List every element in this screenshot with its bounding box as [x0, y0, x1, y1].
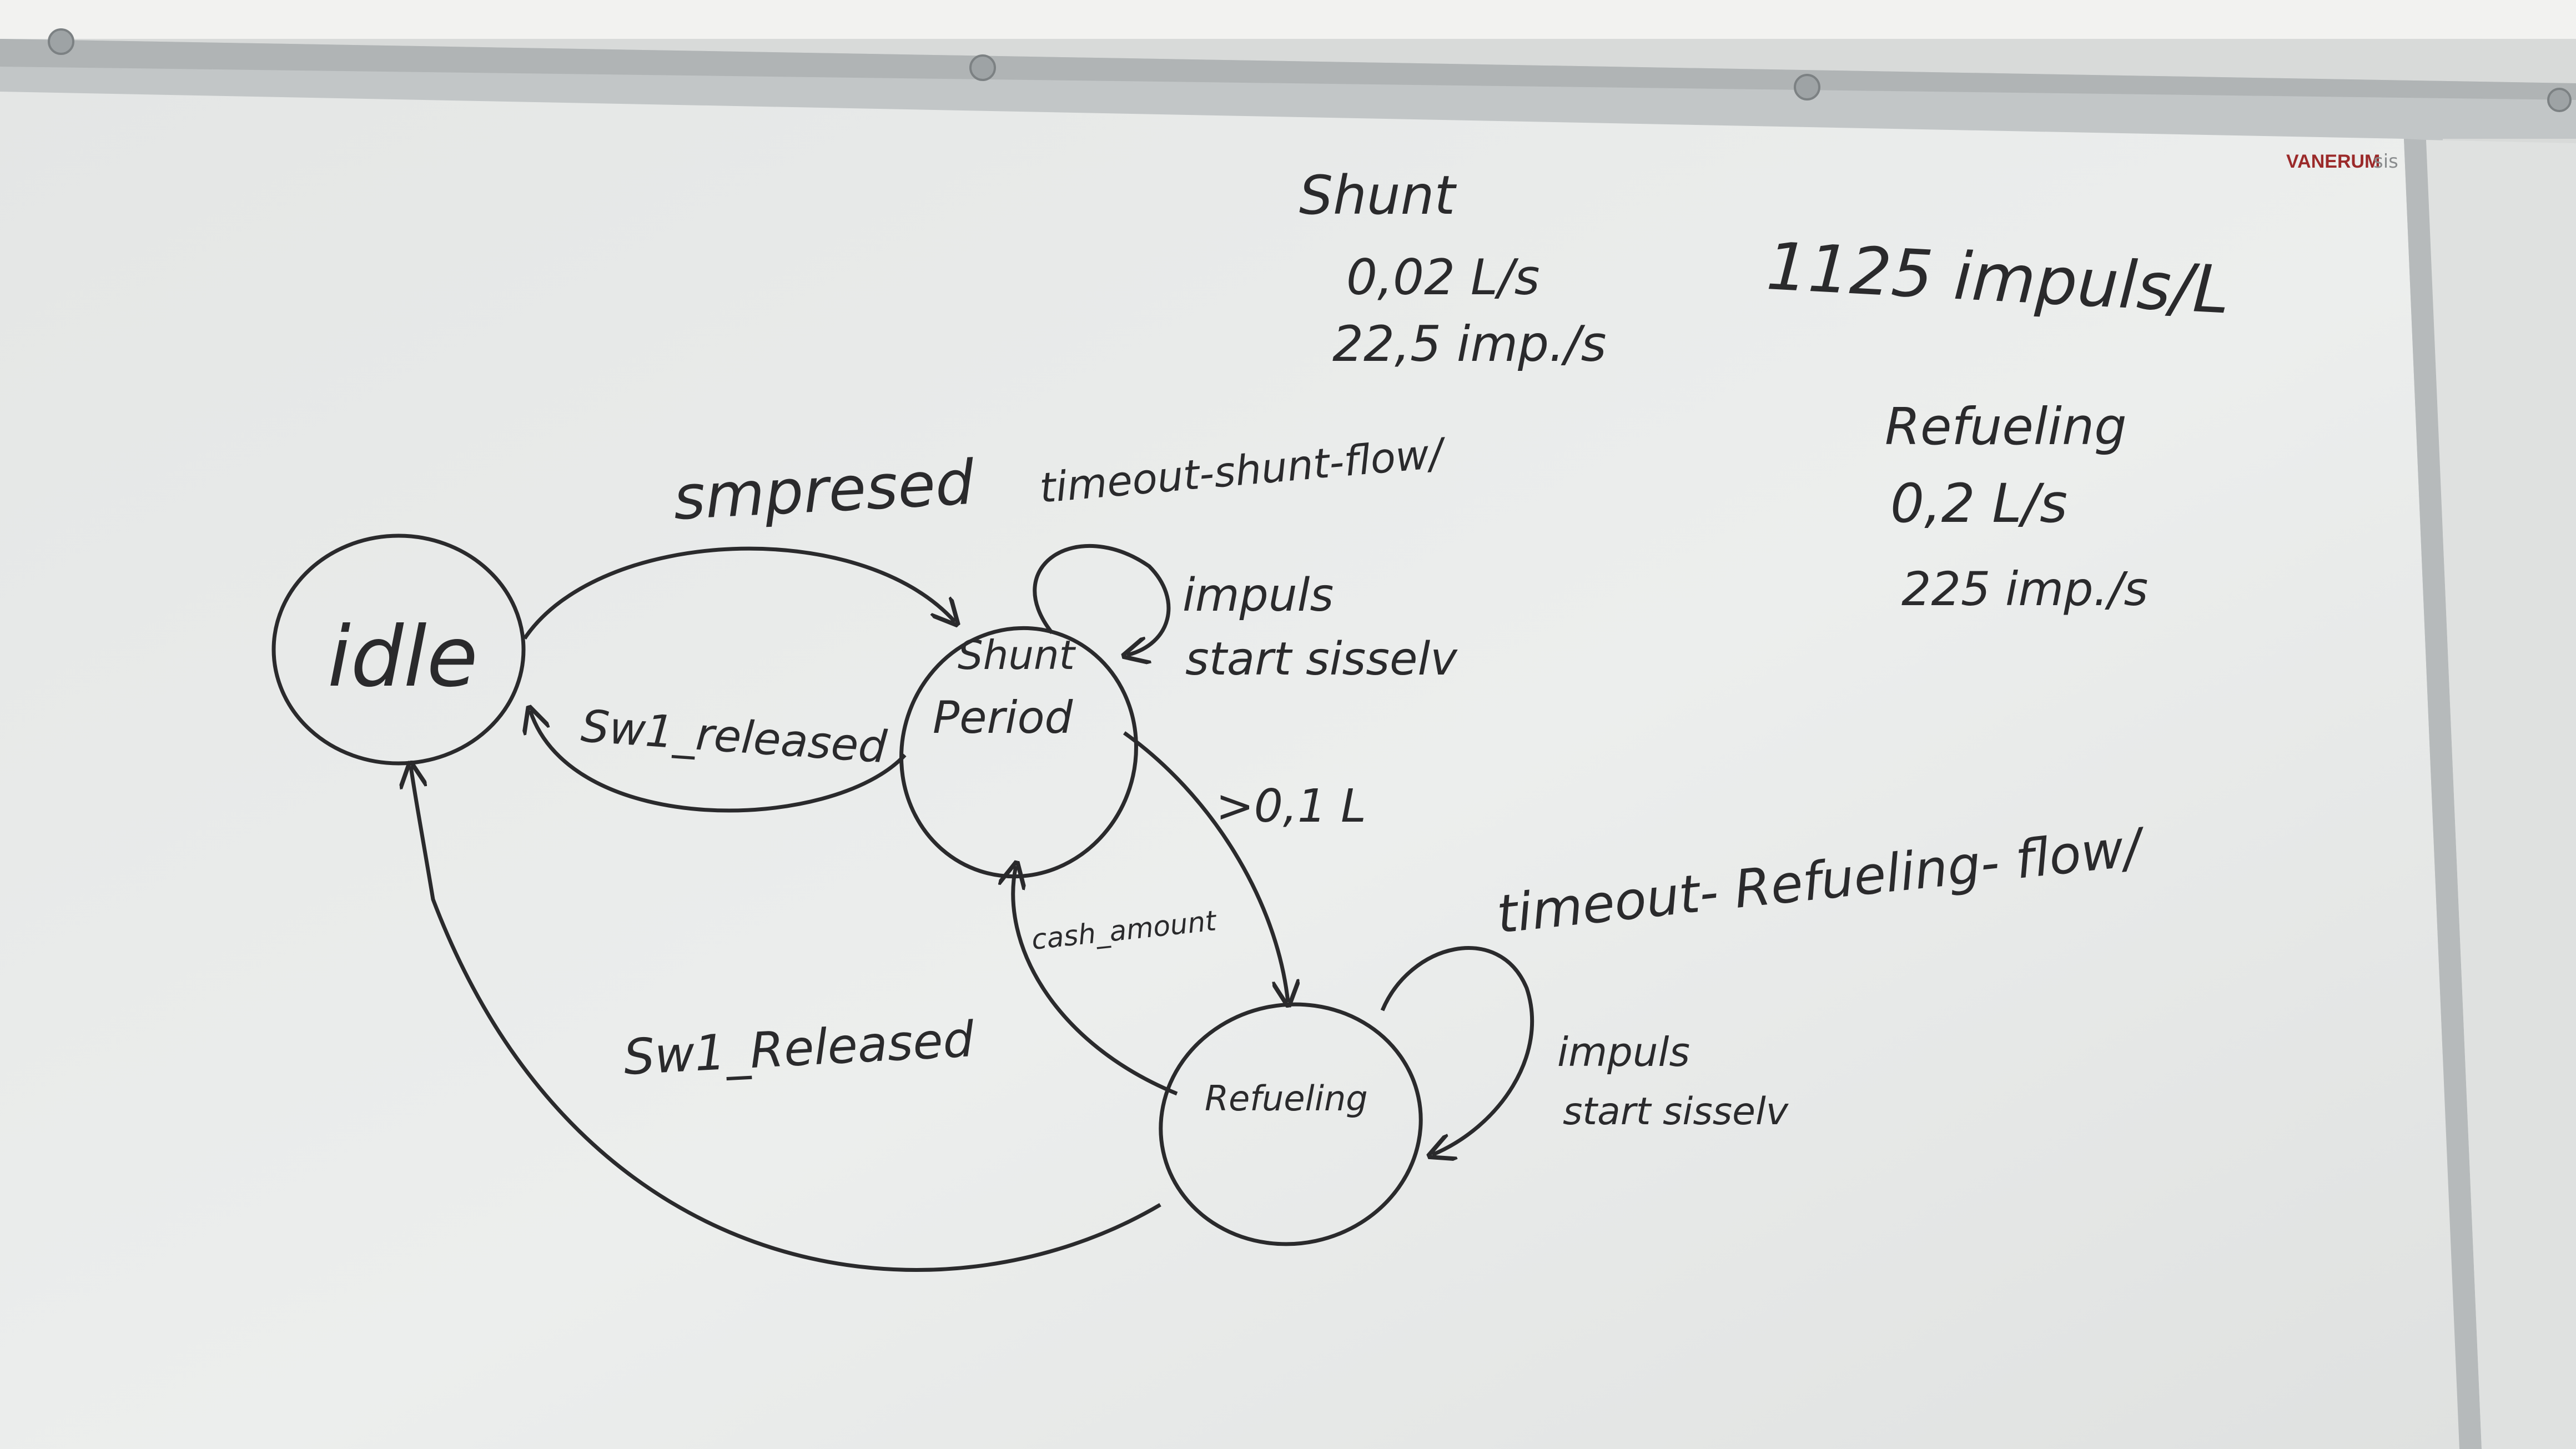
arrow-smpresed: [523, 546, 955, 640]
note-shunt-rate: 0,02 L/s: [1346, 249, 1539, 306]
note-refueling-title: Refueling: [1885, 397, 2127, 456]
board-top-rail: [0, 39, 2576, 100]
arrow-shunt-self-loop: [1033, 544, 1171, 655]
state-shunt-period: [899, 626, 1138, 879]
label-impuls-refueling: impuls: [1557, 1029, 1690, 1075]
wall-right: [2426, 140, 2576, 1449]
arrow-sw1-released-upper: [530, 711, 907, 813]
state-shunt-label-2: Period: [933, 692, 1074, 743]
vanerum-logo: VANERUM: [2286, 151, 2380, 172]
frame-screws: [48, 28, 2572, 112]
arrow-refueling-self-loop: [1380, 946, 1534, 1155]
label-start-sisselv-shunt: start sisselv: [1185, 633, 1458, 686]
arrow-cash-amount: [1013, 866, 1178, 1096]
state-shunt-label-1: Shunt: [958, 632, 1076, 678]
label-gt-01l: >0,1 L: [1216, 780, 1366, 833]
note-shunt-title: Shunt: [1299, 164, 1457, 227]
state-diagram: [271, 534, 1534, 1272]
board-right-edge: [2404, 139, 2482, 1449]
vanerum-logo-suffix: sis: [2373, 150, 2398, 173]
note-shunt-impulses: 22,5 imp./s: [1332, 315, 1606, 373]
board-surface: [0, 92, 2459, 1449]
arrow-gt-01l: [1123, 731, 1288, 1002]
note-refueling-impulses: 225 imp./s: [1901, 562, 2148, 616]
state-refueling-label: Refueling: [1205, 1078, 1368, 1119]
state-refueling: [1159, 1002, 1423, 1246]
label-start-sisselv-refueling: start sisselv: [1563, 1090, 1789, 1134]
arrow-sw1-released-lower: [411, 766, 1161, 1272]
state-idle-label: idle: [328, 609, 478, 706]
label-impuls-shunt: impuls: [1183, 569, 1334, 622]
wall-top: [0, 0, 2576, 39]
label-smpresed: smpresed: [672, 447, 977, 534]
note-refueling-rate: 0,2 L/s: [1890, 472, 2067, 535]
